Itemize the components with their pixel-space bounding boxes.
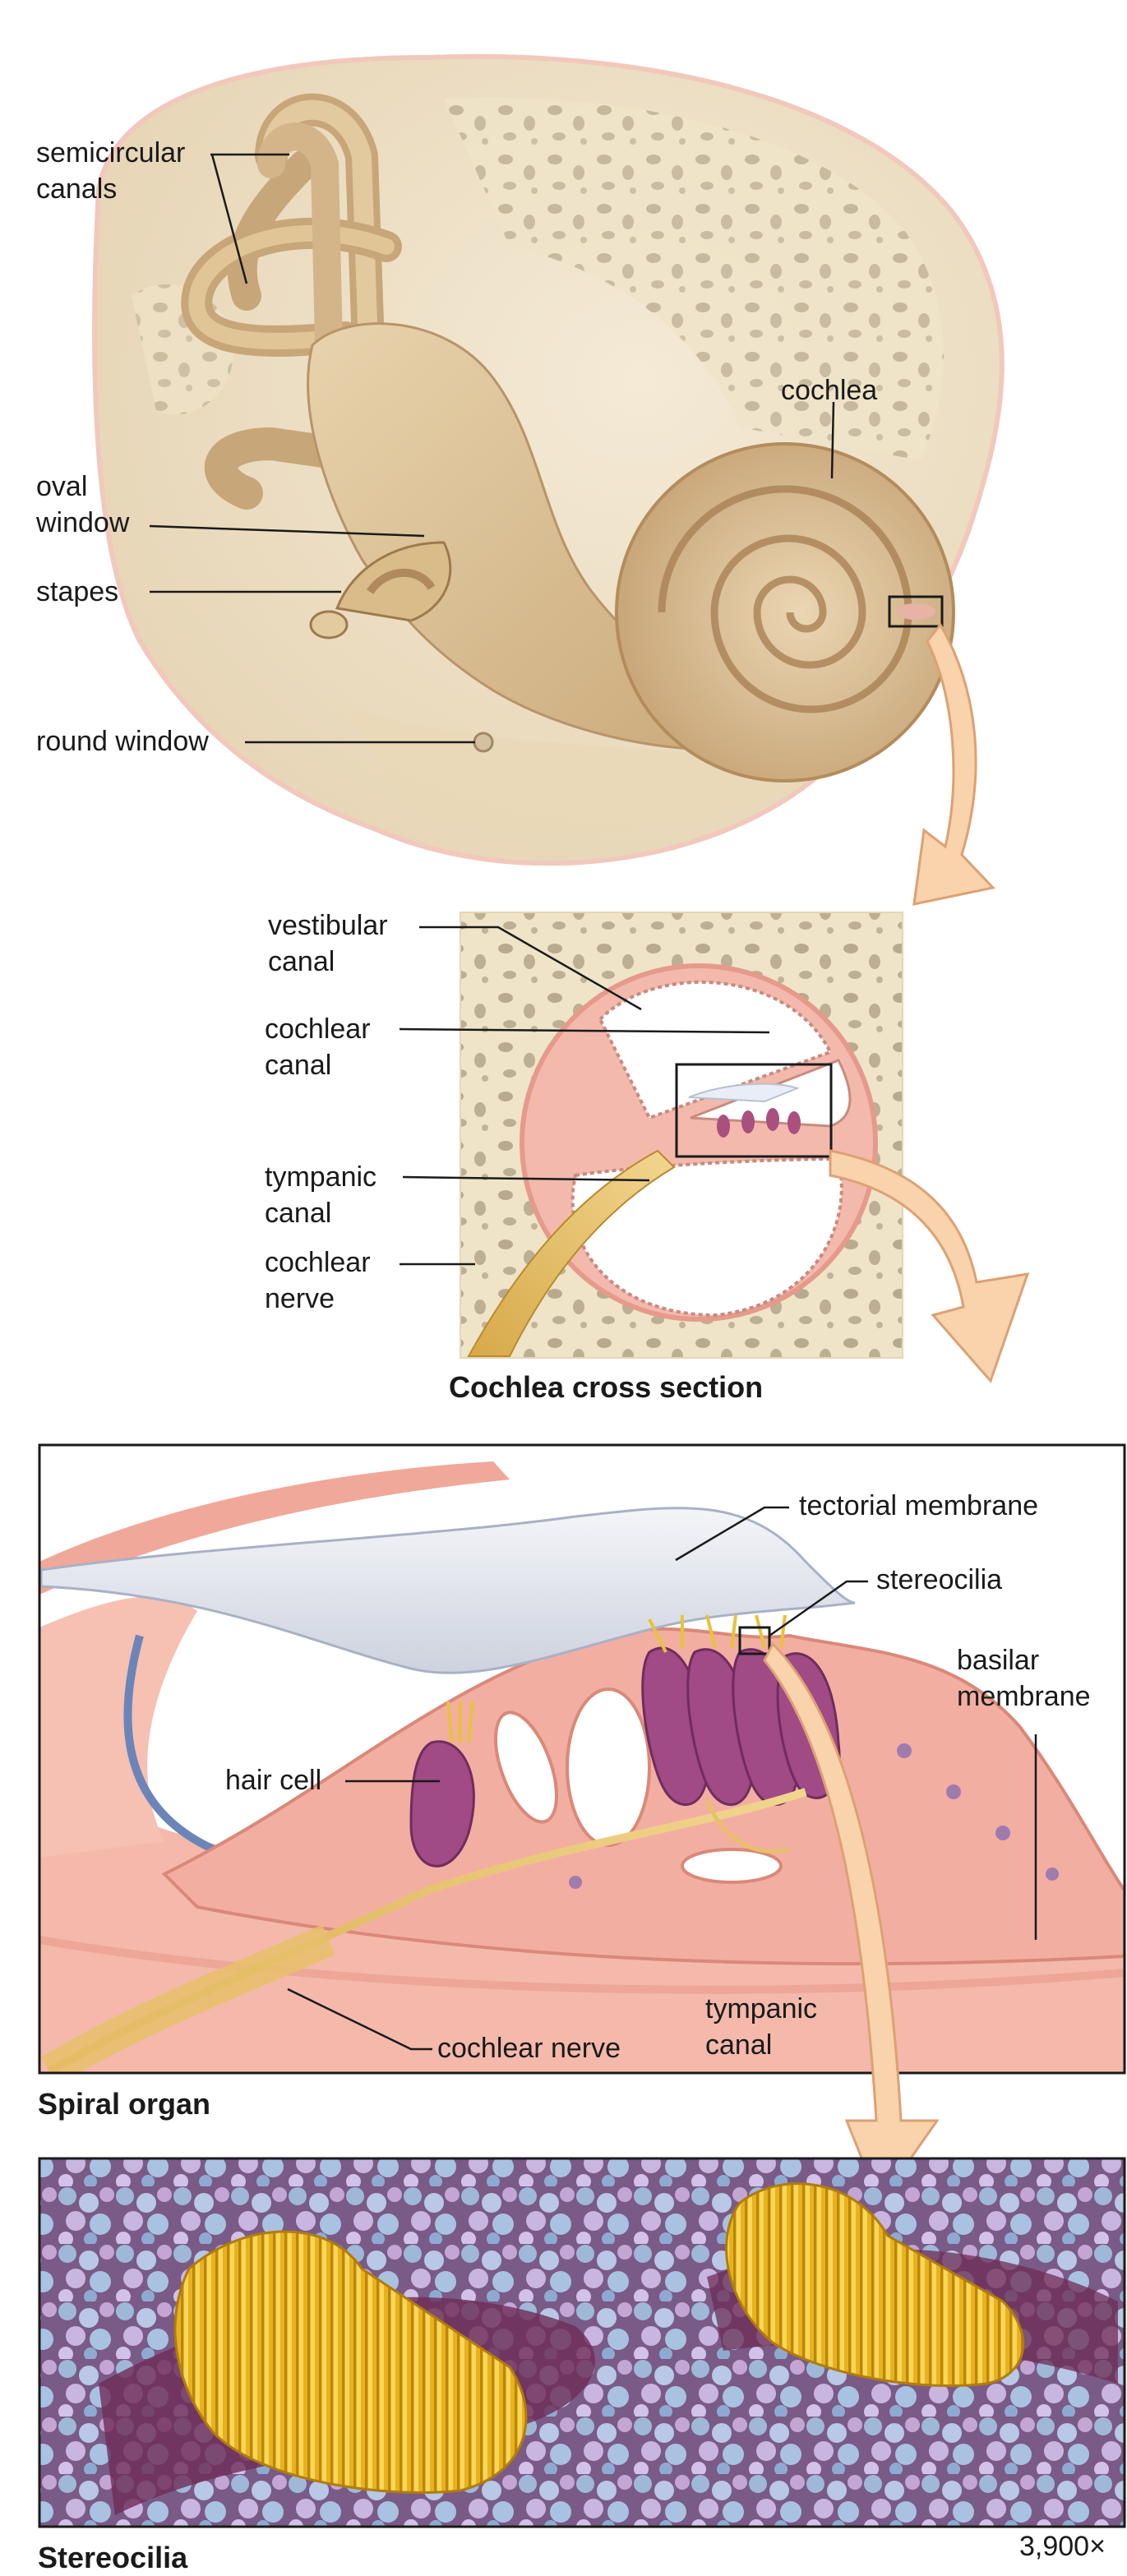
label-tectorial-membrane: tectorial membrane xyxy=(799,1490,1039,1521)
cochlea-spiral xyxy=(615,442,955,782)
label-vestibular-canal: vestibular canal xyxy=(268,910,388,977)
label-hair-cell: hair cell xyxy=(225,1765,322,1796)
label-cochlear-nerve-organ: cochlear nerve xyxy=(437,2033,621,2064)
label-semicircular-canals: semicircular canals xyxy=(36,137,186,205)
label-tympanic-canal-organ: tympanic canal xyxy=(705,1993,818,2061)
label-stapes: stapes xyxy=(36,576,119,607)
label-cochlear-nerve: cochlear nerve xyxy=(265,1247,371,1314)
stereocilia-micrograph xyxy=(38,2157,1126,2528)
leader-lines-cross-section xyxy=(399,926,770,1266)
label-cochlear-canal: cochlear canal xyxy=(265,1013,371,1081)
leader-lines-spiral-organ xyxy=(287,1506,1037,2051)
leader-lines-inner-ear xyxy=(149,153,835,744)
stapes-bone xyxy=(309,541,452,639)
vestibular-labyrinth xyxy=(181,93,793,751)
label-tympanic-canal: tympanic canal xyxy=(265,1161,377,1229)
cochlea-cross-section xyxy=(460,912,903,1359)
zoom-arrow-1 xyxy=(912,622,995,906)
label-basilar-membrane: basilar membrane xyxy=(957,1645,1091,1712)
spiral-organ-detail xyxy=(38,1443,1126,2075)
zoom-arrow-2 xyxy=(829,1149,1030,1383)
label-cochlea: cochlea xyxy=(781,375,878,406)
magnification-label: 3,900× xyxy=(1019,2531,1106,2562)
label-stereocilia: stereocilia xyxy=(876,1564,1003,1595)
title-cochlea-cross-section: Cochlea cross section xyxy=(449,1370,764,1404)
label-oval-window: oval window xyxy=(36,471,130,538)
label-round-window: round window xyxy=(36,726,209,757)
title-spiral-organ: Spiral organ xyxy=(38,2087,211,2121)
round-window-marker xyxy=(473,732,494,753)
title-stereocilia: Stereocilia xyxy=(38,2541,188,2574)
